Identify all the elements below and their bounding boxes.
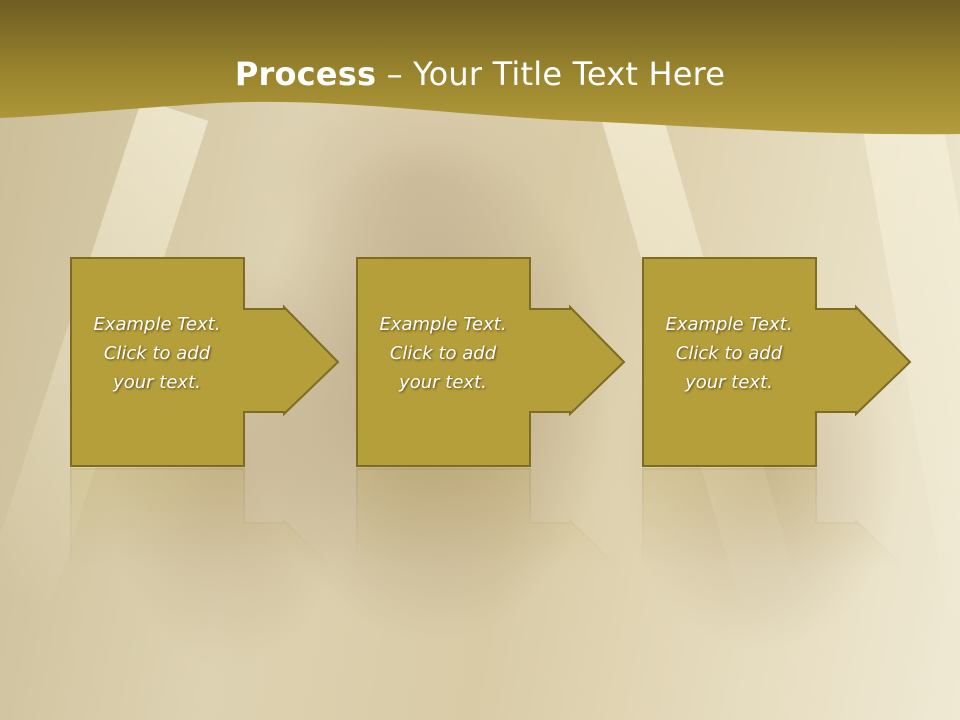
step-text-line: Example Text. bbox=[379, 314, 507, 335]
reflection-shape bbox=[642, 468, 912, 568]
process-step-1[interactable]: Example Text. Click to add your text. bbox=[70, 257, 340, 467]
step-text: Example Text. Click to add your text. bbox=[70, 310, 244, 397]
step-text-line: your text. bbox=[685, 372, 773, 393]
slide-title-rest: – Your Title Text Here bbox=[376, 55, 726, 93]
process-step-2[interactable]: Example Text. Click to add your text. bbox=[356, 257, 626, 467]
step-reflection bbox=[70, 468, 340, 568]
step-text-line: your text. bbox=[113, 372, 201, 393]
arrow-right-callout-icon bbox=[70, 257, 340, 467]
step-text-line: Click to add bbox=[389, 343, 497, 364]
process-step-3[interactable]: Example Text. Click to add your text. bbox=[642, 257, 912, 467]
step-text: Example Text. Click to add your text. bbox=[642, 310, 816, 397]
step-text-line: Example Text. bbox=[93, 314, 221, 335]
step-text-line: Example Text. bbox=[665, 314, 793, 335]
arrow-right-callout-icon bbox=[356, 257, 626, 467]
reflection-shape bbox=[70, 468, 340, 568]
step-reflection bbox=[356, 468, 626, 568]
step-text-line: Click to add bbox=[103, 343, 211, 364]
reflection-shape bbox=[356, 468, 626, 568]
slide-title-bold: Process bbox=[234, 55, 377, 93]
arrow-right-callout-icon bbox=[642, 257, 912, 467]
step-text-line: your text. bbox=[399, 372, 487, 393]
slide-title[interactable]: Process – Your Title Text Here bbox=[0, 52, 960, 96]
step-text: Example Text. Click to add your text. bbox=[356, 310, 530, 397]
header-band bbox=[0, 0, 960, 135]
step-text-line: Click to add bbox=[675, 343, 783, 364]
step-reflection bbox=[642, 468, 912, 568]
